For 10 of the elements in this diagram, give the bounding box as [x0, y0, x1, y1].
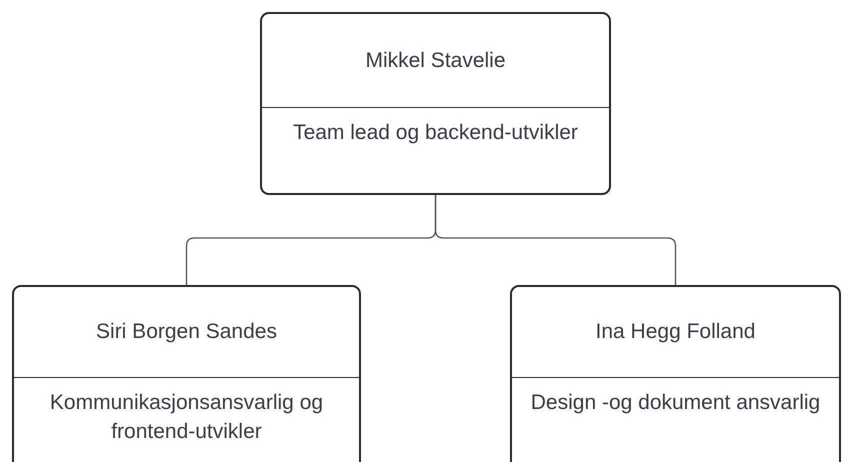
person-name: Ina Hegg Folland: [596, 319, 756, 346]
role-text: Design -og dokument ansvarlig: [530, 390, 820, 416]
connector-line: [434, 195, 676, 285]
org-chart-card: [510, 285, 841, 462]
org-chart-card: [12, 285, 361, 462]
role-text: Kommunikasjonsansvarlig og frontend-utvikler: [48, 390, 324, 446]
person-name: Siri Borgen Sandes: [96, 319, 277, 346]
org-chart-card: [260, 12, 611, 195]
person-name: Mikkel Stavelie: [365, 48, 506, 74]
role-text: Team lead og backend-utvikler: [293, 120, 578, 146]
